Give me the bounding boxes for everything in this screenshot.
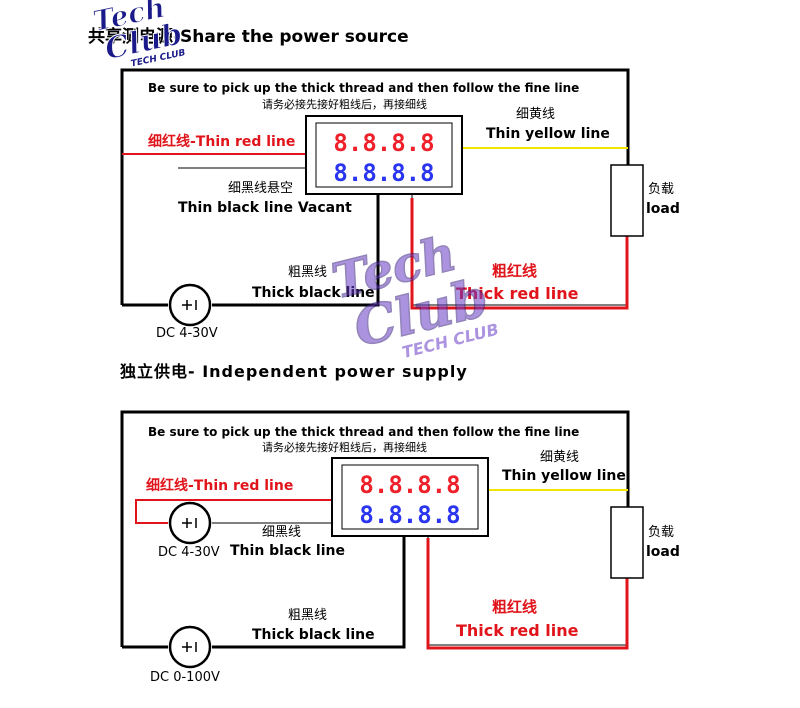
bottom-instruction-cn: 请务必接先接好粗线后，再接细线 xyxy=(262,440,427,454)
bottom-outer-black-wire xyxy=(120,410,630,647)
top-yellow-cn: 细黄线 xyxy=(516,107,555,122)
top-thick-red-cn: 粗红线 xyxy=(492,262,537,280)
top-thick-black-en: Thick black line xyxy=(252,285,375,301)
bottom-load-cn: 负载 xyxy=(648,525,674,540)
top-thin-black-cn: 细黑线悬空 xyxy=(228,181,293,196)
bottom-thick-black-en: Thick black line xyxy=(252,627,375,643)
top-thick-black-wire-2 xyxy=(212,192,380,307)
bottom-meter-screen xyxy=(341,464,479,530)
top-display-voltage: 8.8.8.8 xyxy=(333,129,434,157)
top-load-en: load xyxy=(646,201,680,217)
bottom-source2-label: DC 0-100V xyxy=(150,670,220,685)
logo-center-watermark: Tech Club TECH CLUB xyxy=(326,225,501,362)
top-load-cn: 负载 xyxy=(648,182,674,197)
top-instruction-cn: 请务必接先接好粗线后，再接细线 xyxy=(262,97,427,111)
top-load-resistor xyxy=(610,164,644,237)
bottom-instruction-en: Be sure to pick up the thick thread and … xyxy=(148,425,579,439)
top-instruction-en: Be sure to pick up the thick thread and … xyxy=(148,81,579,95)
top-thick-red-en: Thick red line xyxy=(456,284,579,303)
bottom-display-voltage: 8.8.8.8 xyxy=(359,471,460,499)
bottom-yellow-en: Thin yellow line xyxy=(502,468,626,484)
bottom-load-en: load xyxy=(646,544,680,560)
bottom-diagram: 独立供电- Independent power supply 8.8.8.8 8… xyxy=(120,362,680,685)
top-yellow-en: Thin yellow line xyxy=(486,126,610,142)
top-power-source xyxy=(168,283,212,327)
bottom-thick-black-wire-2 xyxy=(212,534,406,649)
top-thick-red-wire xyxy=(410,198,629,310)
bottom-thick-red-cn: 粗红线 xyxy=(492,598,537,616)
bottom-display-current: 8.8.8.8 xyxy=(359,501,460,529)
logo-top-left: Tech Club TECH CLUB xyxy=(89,0,186,69)
top-thin-red-label: 细红线-Thin red line xyxy=(148,133,295,150)
bottom-thick-black-cn: 粗黑线 xyxy=(288,608,327,623)
top-thin-black-en: Thin black line Vacant xyxy=(178,200,352,216)
bottom-power-source-1 xyxy=(168,501,212,545)
top-source-label: DC 4-30V xyxy=(156,326,218,341)
top-thick-black-cn: 粗黑线 xyxy=(288,265,327,280)
top-heading: 共享测电源-Share the power source xyxy=(88,26,409,47)
bottom-heading: 独立供电- Independent power supply xyxy=(120,362,468,381)
top-display-current: 8.8.8.8 xyxy=(333,159,434,187)
bottom-thick-red-en: Thick red line xyxy=(456,621,579,640)
bottom-thin-red-wire xyxy=(135,499,332,524)
bottom-thick-red-wire xyxy=(426,538,629,650)
top-meter-screen xyxy=(315,122,453,188)
bottom-thin-red-label: 细红线-Thin red line xyxy=(146,477,293,494)
bottom-thin-black-en: Thin black line xyxy=(230,543,345,559)
bottom-yellow-cn: 细黄线 xyxy=(540,450,579,465)
top-outer-black-wire xyxy=(120,68,630,305)
bottom-power-source-2 xyxy=(168,625,212,669)
bottom-source1-label: DC 4-30V xyxy=(158,545,220,560)
bottom-thin-black-cn: 细黑线 xyxy=(262,525,301,540)
bottom-load-resistor xyxy=(610,506,644,579)
top-diagram: 共享测电源-Share the power source 8.8.8.8 8.8… xyxy=(88,26,680,341)
